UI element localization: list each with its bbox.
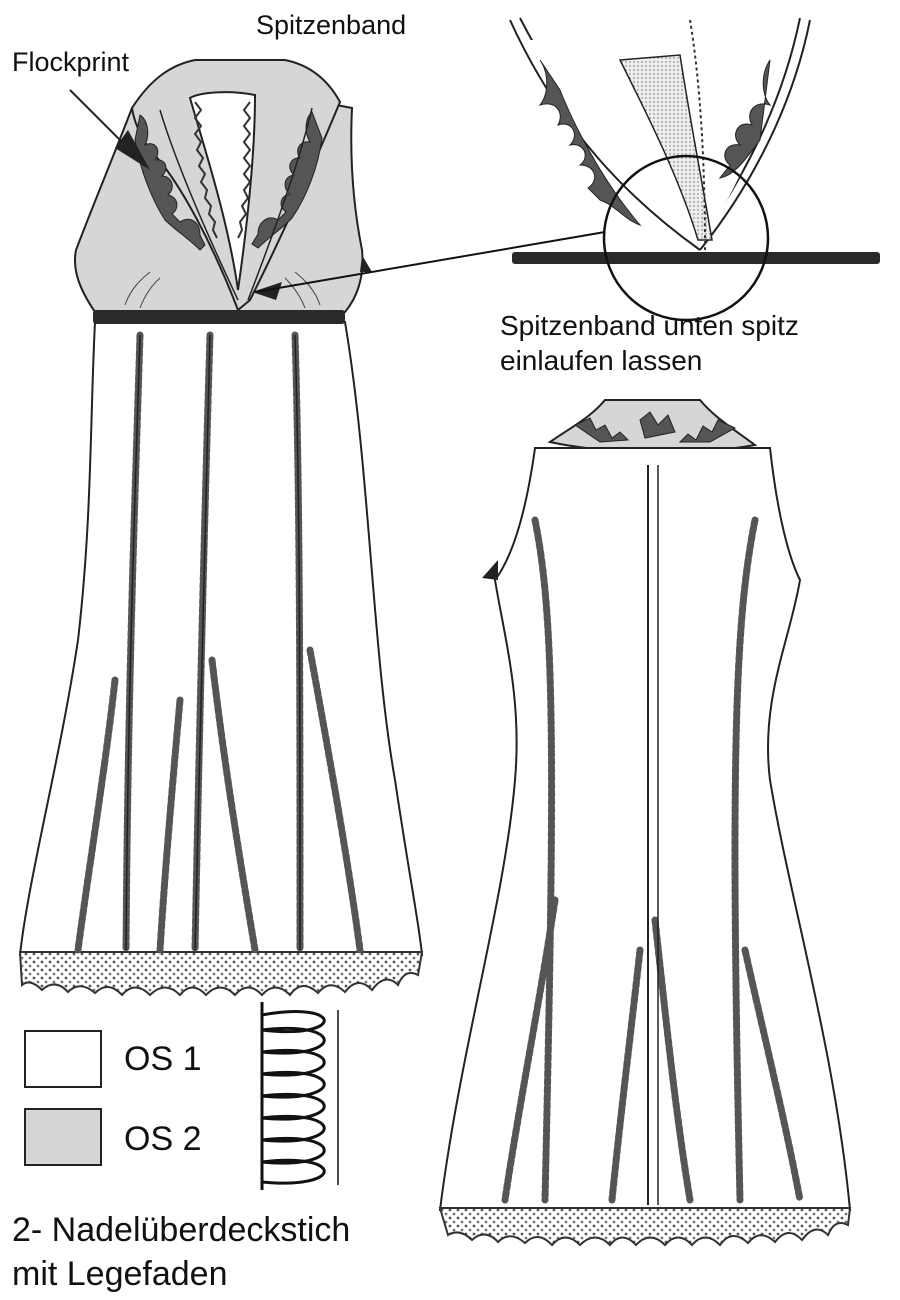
back-view <box>438 399 852 1247</box>
front-lace-hem <box>18 951 424 997</box>
detail-callout <box>254 17 880 322</box>
legend-label-os2: OS 2 <box>124 1120 202 1158</box>
label-stitch-type: 2- Nadelüberdeckstich mit Legefaden <box>12 1208 350 1296</box>
legend-label-os1: OS 1 <box>124 1040 202 1078</box>
detail-magnifier-circle <box>602 154 770 322</box>
detail-line-2: einlaufen lassen <box>500 345 703 376</box>
legend-swatch-os1 <box>24 1030 102 1088</box>
label-detail-instruction: Spitzenband unten spitz einlaufen lassen <box>500 308 799 378</box>
front-flock-print <box>134 111 323 251</box>
detail-line-1: Spitzenband unten spitz <box>500 310 799 341</box>
front-skirt <box>18 321 424 956</box>
front-waistband <box>93 310 345 324</box>
back-body <box>438 447 852 1211</box>
stitch-line-2: mit Legefaden <box>12 1255 228 1293</box>
stitch-line-1: 2- Nadelüberdeckstich <box>12 1211 351 1249</box>
detail-pointer <box>254 231 606 293</box>
back-lace-hem <box>438 1207 852 1247</box>
cover-stitch-symbol <box>260 1002 339 1190</box>
front-neck-lace-band <box>193 101 252 239</box>
front-neckline <box>188 91 257 291</box>
legend-swatch-os2 <box>24 1108 102 1166</box>
front-view <box>18 59 424 997</box>
label-flockprint: Flockprint <box>12 47 130 77</box>
label-spitzenband: Spitzenband <box>256 10 407 40</box>
